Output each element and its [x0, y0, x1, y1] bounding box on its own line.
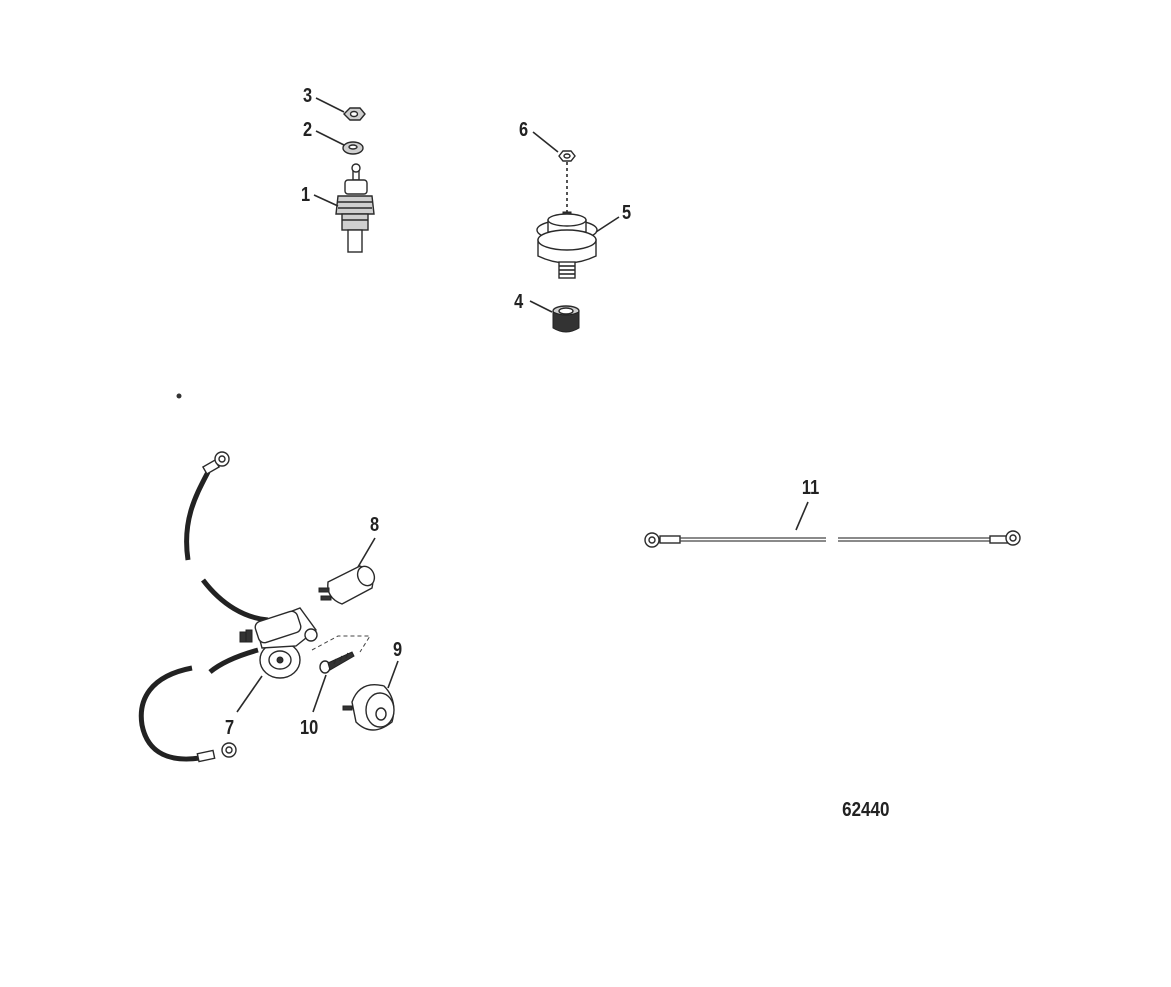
callout-3: 3: [303, 83, 312, 106]
callout-8: 8: [370, 512, 379, 535]
callout-6: 6: [519, 117, 528, 140]
callout-7: 7: [225, 715, 234, 738]
leader-lines: [236, 97, 809, 713]
callout-10: 10: [300, 715, 318, 738]
callout-4: 4: [514, 289, 524, 312]
callout-1: 1: [301, 182, 310, 205]
callout-labels: 3 2 1 6 5 4 8 9 7 10 11 62440: [225, 83, 889, 820]
part-6-nut: [558, 150, 576, 162]
part-11-ground-wire: [644, 530, 1021, 548]
part-4-adapter-fitting: [552, 305, 580, 333]
part-10-screw: [311, 635, 371, 674]
speck-mark: [176, 393, 182, 399]
callout-11: 11: [802, 475, 819, 498]
part-1-temperature-sender: [335, 163, 375, 253]
callout-5: 5: [622, 200, 631, 223]
callout-9: 9: [393, 637, 402, 660]
part-8-connector: [318, 565, 376, 605]
part-3-nut: [343, 107, 366, 121]
callout-2: 2: [303, 117, 312, 140]
part-2-lockwasher: [342, 141, 364, 155]
figure-number: 62440: [842, 798, 889, 821]
part-9-plug: [342, 684, 395, 731]
part-7-sender-harness: [138, 451, 318, 763]
part-5-oil-pressure-sender: [536, 162, 598, 279]
